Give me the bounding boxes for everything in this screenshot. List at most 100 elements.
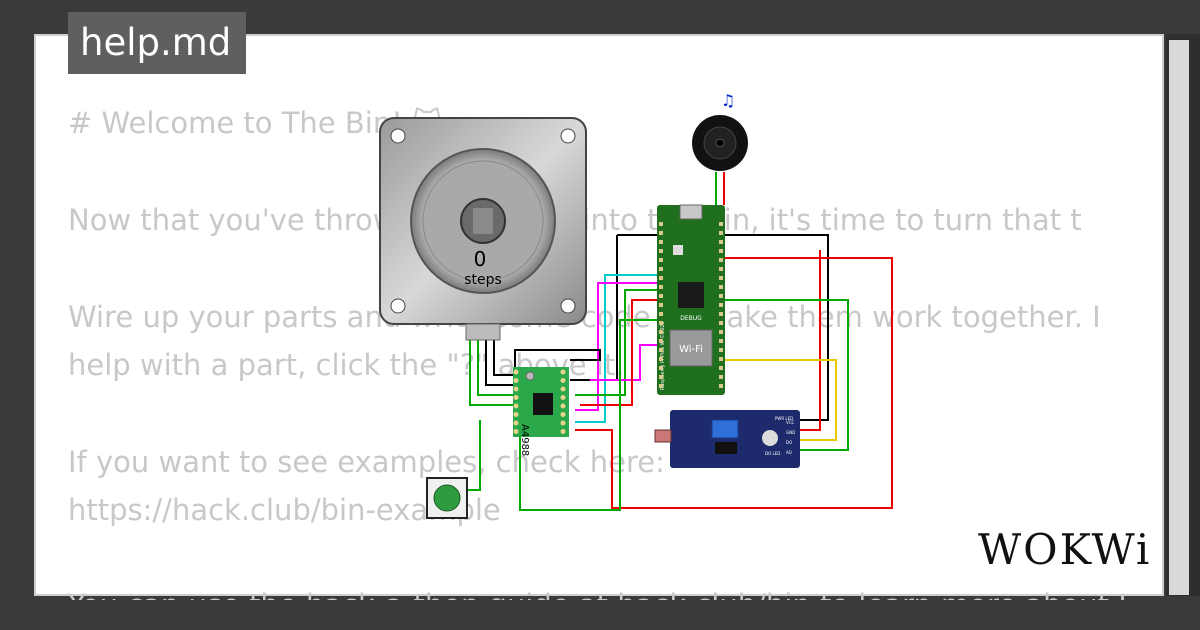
pico-pin <box>659 384 663 388</box>
wifi-module <box>669 329 713 367</box>
screw-hole <box>560 128 576 144</box>
screw-hole <box>390 128 406 144</box>
pico-pin <box>719 294 723 298</box>
wire <box>519 319 657 511</box>
wire <box>477 340 515 396</box>
driver-pin <box>513 412 519 417</box>
wire <box>514 349 601 370</box>
wires <box>448 172 893 511</box>
pico-pin <box>659 348 663 352</box>
driver-pin <box>560 420 566 426</box>
pico-pin <box>719 321 723 325</box>
file-tab[interactable]: help.md <box>68 12 246 74</box>
sensor-pin-do: DO <box>786 440 792 445</box>
pico-board[interactable]: DEBUG Wi-Fi Raspberry Pi Pico W ©2022 <box>657 204 725 395</box>
pico-pin <box>719 258 723 262</box>
screw-hole <box>560 298 576 314</box>
buzzer-center <box>715 138 725 148</box>
wifi-label: Wi-Fi <box>679 344 703 355</box>
wire <box>469 340 515 406</box>
pico-pin <box>659 339 663 343</box>
pico-led <box>673 245 683 255</box>
driver-pin <box>513 386 519 392</box>
pico-pin <box>719 375 723 379</box>
driver-pin <box>560 412 566 417</box>
wokwi-logo: WOKWi <box>978 525 1152 574</box>
a4988-driver[interactable]: A4988 <box>513 367 569 456</box>
wire <box>493 340 515 376</box>
pico-pin <box>659 249 663 253</box>
sensor-pot <box>711 419 739 439</box>
light-sensor[interactable]: PWR LED DO LED VCC GND DO AO <box>654 410 800 468</box>
wire <box>575 257 893 509</box>
driver-pin <box>560 429 566 434</box>
sensor-pin-vcc: VCC <box>786 420 795 425</box>
pushbutton[interactable] <box>426 477 468 519</box>
driver-pin <box>560 403 566 409</box>
button-cap <box>433 484 461 512</box>
wire <box>790 250 821 431</box>
step-count: 0 <box>474 247 487 271</box>
pico-pin <box>659 222 663 226</box>
pico-pin <box>719 348 723 352</box>
stepper-connector <box>465 323 501 341</box>
driver-pins <box>513 369 566 434</box>
pico-pin <box>659 285 663 289</box>
driver-label: A4988 <box>519 424 530 456</box>
scrollbar-thumb[interactable] <box>1169 40 1189 595</box>
pico-pin <box>719 222 723 226</box>
stepper-motor[interactable]: 0 steps <box>379 117 587 341</box>
driver-pin <box>560 378 566 383</box>
step-unit: steps <box>464 272 502 288</box>
sensor-pcb <box>670 410 800 468</box>
wire <box>725 359 837 441</box>
pico-pin <box>719 285 723 289</box>
pico-pin <box>659 294 663 298</box>
driver-chip <box>533 393 553 415</box>
pico-pin <box>719 267 723 271</box>
pico-pin <box>659 375 663 379</box>
driver-pin <box>513 378 519 383</box>
driver-pot <box>525 371 535 381</box>
pico-pin <box>659 303 663 307</box>
pico-pin <box>719 366 723 370</box>
pico-pin <box>659 276 663 280</box>
pico-board-text: Raspberry Pi Pico W ©2022 <box>659 321 666 390</box>
doc-line: You can use the hack-a-thon guide at hac… <box>68 588 1134 600</box>
driver-pin <box>513 395 519 400</box>
sensor-chip <box>715 442 737 454</box>
sensor-led2: DO LED <box>765 451 780 456</box>
driver-pin <box>513 403 519 409</box>
wire <box>580 299 657 406</box>
pico-pin <box>659 312 663 316</box>
buzzer[interactable]: ♫ <box>692 91 748 171</box>
sensor-mount <box>762 430 778 446</box>
ldr-sensor <box>654 429 672 443</box>
pico-chip <box>678 282 704 308</box>
pico-pin <box>659 231 663 235</box>
screw-hole <box>390 298 406 314</box>
wire <box>575 289 657 396</box>
sensor-led1: PWR LED <box>775 416 793 421</box>
music-note-icon: ♫ <box>721 91 735 110</box>
sensor-pin-ao: AO <box>786 450 792 455</box>
driver-pin <box>560 369 566 375</box>
usb-port <box>679 204 703 220</box>
sensor-pin-gnd: GND <box>786 430 795 435</box>
wire <box>590 344 657 381</box>
pico-pin <box>659 357 663 361</box>
pico-pin <box>719 240 723 244</box>
driver-pin <box>560 386 566 392</box>
doc-line: If you want to see examples, check here: <box>68 445 665 479</box>
pico-pin <box>659 258 663 262</box>
driver-pin <box>513 369 519 375</box>
pico-pin <box>719 339 723 343</box>
pico-pin <box>659 240 663 244</box>
debug-label: DEBUG <box>680 315 702 322</box>
pico-pin <box>719 303 723 307</box>
pico-pin <box>659 330 663 334</box>
wire <box>485 340 515 386</box>
pico-pin <box>719 249 723 253</box>
pico-pins <box>659 222 723 388</box>
